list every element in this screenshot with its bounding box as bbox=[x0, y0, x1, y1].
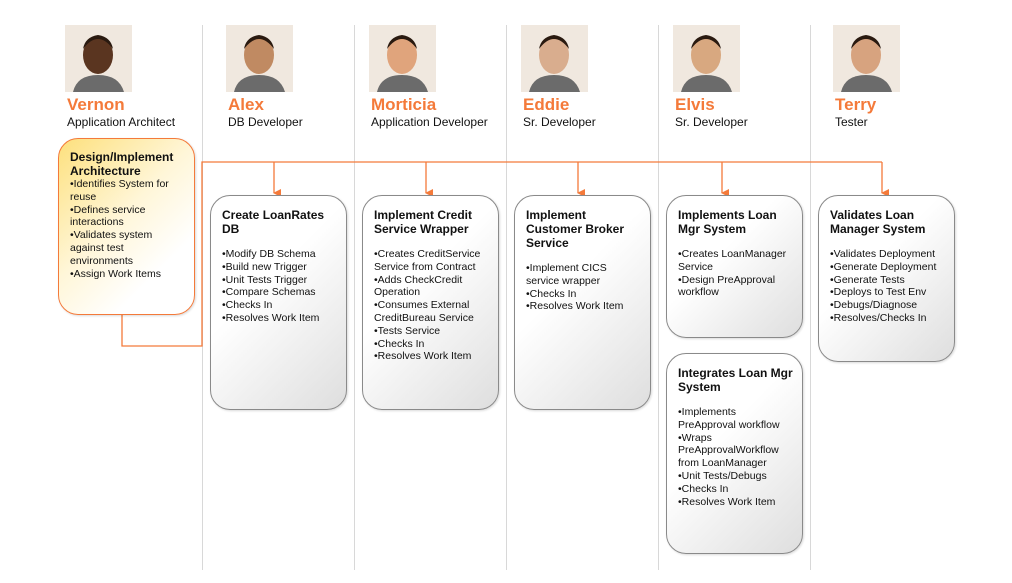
task-box: Implements Loan Mgr System •Creates LoanM… bbox=[666, 195, 803, 338]
task-item: •Resolves Work Item bbox=[678, 495, 776, 508]
task-title: Create LoanRates DB bbox=[222, 208, 325, 236]
person-name: Vernon bbox=[67, 95, 125, 114]
task-box: Implement Customer Broker Service •Implem… bbox=[514, 195, 651, 410]
task-item: •Validates Deployment bbox=[830, 248, 936, 260]
task-item: •Checks In bbox=[526, 287, 577, 300]
person-role: Tester bbox=[835, 115, 868, 129]
task-box: Validates Loan Manager System •Validates … bbox=[818, 195, 955, 362]
task-title: Implement Credit Service Wrapper bbox=[374, 208, 473, 236]
person-role: DB Developer bbox=[228, 115, 303, 129]
person-role: Sr. Developer bbox=[523, 115, 596, 129]
task-box: Integrates Loan Mgr System •Implements Pr… bbox=[666, 353, 803, 554]
task-item: •Resolves/Checks In bbox=[830, 311, 927, 324]
task-item: •Tests Service bbox=[374, 324, 441, 337]
person-name: Alex bbox=[228, 95, 264, 114]
person-name: Morticia bbox=[371, 95, 437, 114]
avatar bbox=[673, 25, 740, 92]
task-item: •Compare Schemas bbox=[222, 286, 316, 299]
column-divider bbox=[658, 25, 659, 570]
task-item: •Resolves Work Item bbox=[374, 350, 472, 363]
column-divider bbox=[354, 25, 355, 570]
task-item: •Wraps PreApprovalWorkflow from LoanMana… bbox=[678, 431, 779, 470]
task-item: •Checks In bbox=[222, 299, 273, 312]
person-role: Sr. Developer bbox=[675, 115, 748, 129]
task-item: •Implement CICS service wrapper bbox=[526, 262, 607, 287]
person-name: Elvis bbox=[675, 95, 715, 114]
person-role: Application Developer bbox=[371, 115, 488, 129]
avatar bbox=[521, 25, 588, 92]
task-box: Implement Credit Service Wrapper •Creates… bbox=[362, 195, 499, 410]
task-item: •Checks In bbox=[374, 337, 425, 350]
task-item: •Assign Work Items bbox=[70, 267, 162, 280]
task-item: •Implements PreApproval workflow bbox=[678, 406, 780, 431]
task-item: •Creates CreditService Service from Cont… bbox=[374, 248, 481, 273]
task-item: •Checks In bbox=[678, 482, 729, 495]
task-title: Design/Implement Architecture bbox=[70, 150, 174, 178]
task-item: •Generate Tests bbox=[830, 273, 905, 286]
task-item: •Defines service interactions bbox=[70, 203, 146, 229]
task-item: •Unit Tests Trigger bbox=[222, 273, 308, 286]
person-role: Application Architect bbox=[67, 115, 176, 129]
task-box: Design/Implement Architecture•Identifies… bbox=[58, 138, 195, 315]
task-item: •Resolves Work Item bbox=[222, 311, 320, 324]
person-name: Eddie bbox=[523, 95, 570, 114]
task-box: Create LoanRates DB •Modify DB Schema•Bui… bbox=[210, 195, 347, 410]
task-title: Implement Customer Broker Service bbox=[526, 208, 625, 250]
task-item: •Generate Deployment bbox=[830, 260, 937, 273]
task-item: •Adds CheckCredit Operation bbox=[374, 273, 463, 299]
task-item: •Design PreApproval workflow bbox=[678, 273, 776, 299]
task-title: Validates Loan Manager System bbox=[830, 208, 926, 236]
avatar bbox=[65, 25, 132, 92]
task-item: •Consumes External CreditBureau Service bbox=[374, 299, 474, 324]
avatar bbox=[369, 25, 436, 92]
task-title: Integrates Loan Mgr System bbox=[678, 366, 793, 394]
column-divider bbox=[506, 25, 507, 570]
task-item: •Build new Trigger bbox=[222, 260, 307, 273]
task-item: •Resolves Work Item bbox=[526, 300, 624, 313]
column-divider bbox=[810, 25, 811, 570]
task-item: •Deploys to Test Env bbox=[830, 286, 927, 299]
task-item: •Debugs/Diagnose bbox=[830, 299, 918, 312]
person-name: Terry bbox=[835, 95, 877, 114]
avatar bbox=[833, 25, 900, 92]
avatar bbox=[226, 25, 293, 92]
task-item: •Modify DB Schema bbox=[222, 248, 316, 260]
task-item: •Creates LoanManager Service bbox=[678, 248, 787, 273]
task-item: •Unit Tests/Debugs bbox=[678, 469, 767, 482]
task-item: •Validates system against test environme… bbox=[70, 229, 153, 267]
task-title: Implements Loan Mgr System bbox=[678, 208, 777, 236]
task-item: •Identifies System for reuse bbox=[70, 178, 169, 203]
